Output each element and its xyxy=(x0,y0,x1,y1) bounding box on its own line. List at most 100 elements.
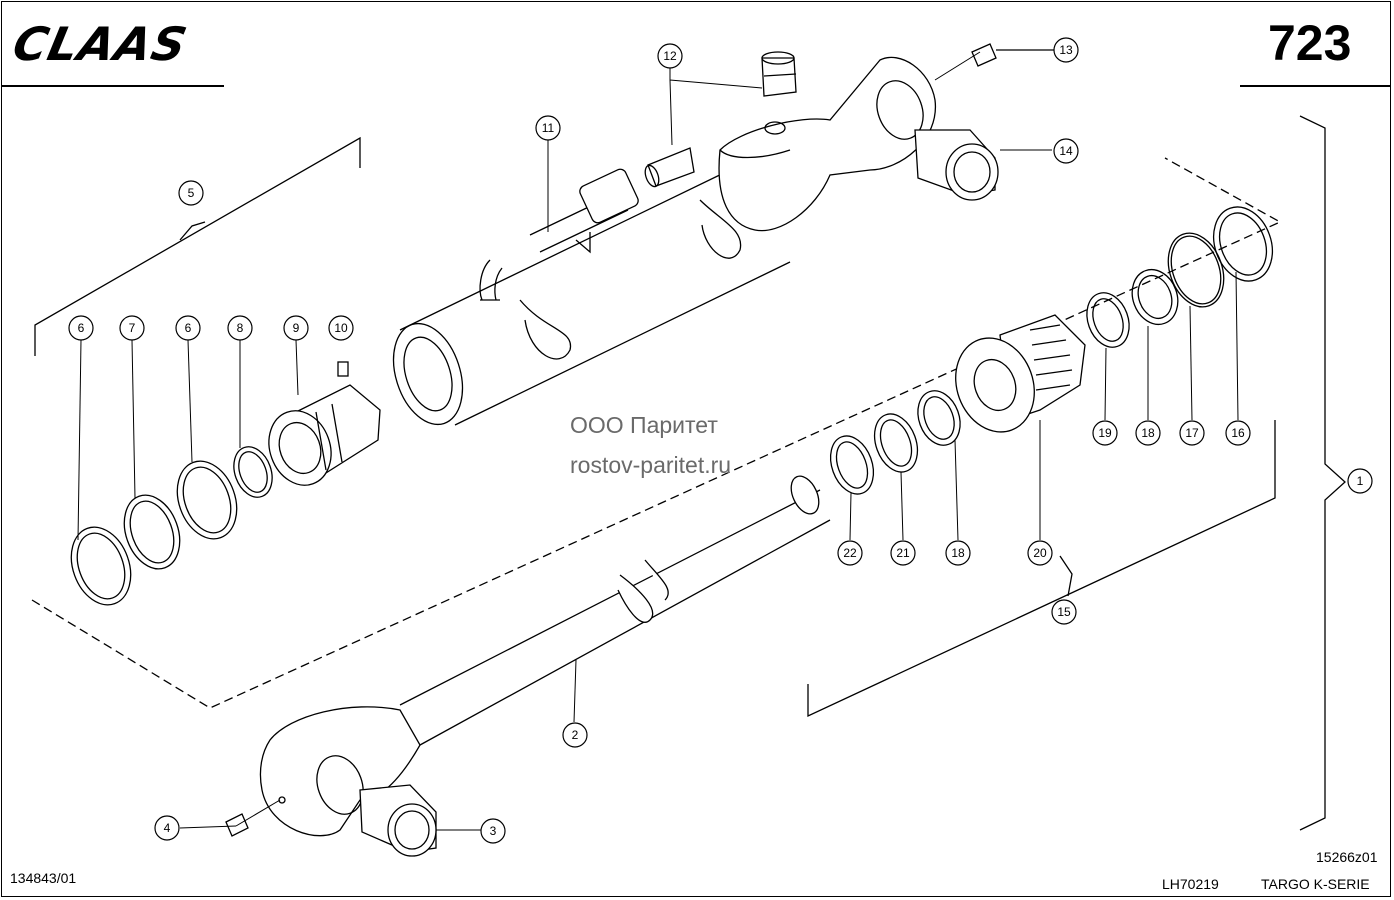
callout-circle xyxy=(227,315,253,341)
callout-label: 7 xyxy=(129,321,136,335)
ring-18b xyxy=(1131,268,1179,326)
series-name: TARGO K-SERIE xyxy=(1261,876,1370,892)
ring-18a xyxy=(917,390,961,446)
piston-9 xyxy=(268,384,381,486)
callout-circle xyxy=(562,722,588,748)
callout-13: 13 xyxy=(1053,37,1079,63)
callout-circle xyxy=(68,315,94,341)
callout-circle xyxy=(1135,420,1161,446)
callout-label: 10 xyxy=(334,321,348,335)
callout-21: 21 xyxy=(890,540,916,566)
callout-label: 13 xyxy=(1059,43,1073,57)
callout-circle xyxy=(1347,468,1373,494)
rear-eye-head xyxy=(718,56,936,232)
bushing-14 xyxy=(914,129,999,201)
callout-3: 3 xyxy=(480,818,506,844)
callout-11: 11 xyxy=(535,115,561,141)
callout-12: 12 xyxy=(657,43,683,69)
gland-20 xyxy=(955,314,1086,433)
callout-label: 4 xyxy=(164,821,171,835)
callout-18: 18 xyxy=(1135,420,1161,446)
callout-22: 22 xyxy=(837,540,863,566)
callout-label: 9 xyxy=(293,321,300,335)
callout-9: 9 xyxy=(283,315,309,341)
fitting-12 xyxy=(644,51,797,188)
callout-14: 14 xyxy=(1053,138,1079,164)
seal-ring-6b xyxy=(176,460,238,540)
callout-circle xyxy=(480,818,506,844)
callout-label: 12 xyxy=(663,49,677,63)
callout-circle xyxy=(119,315,145,341)
callout-6: 6 xyxy=(68,315,94,341)
callout-circle xyxy=(1092,420,1118,446)
callout-label: 20 xyxy=(1033,546,1047,560)
callout-circle xyxy=(1051,599,1077,625)
callout-20: 20 xyxy=(1027,540,1053,566)
callout-circle xyxy=(1225,420,1251,446)
callout-5: 5 xyxy=(178,180,204,206)
callout-circle xyxy=(837,540,863,566)
callout-label: 15 xyxy=(1057,605,1071,619)
callout-label: 14 xyxy=(1059,144,1073,158)
ring-16 xyxy=(1213,206,1273,282)
callout-label: 3 xyxy=(490,824,497,838)
ring-7 xyxy=(123,494,181,570)
ring-22 xyxy=(829,435,875,495)
drawing-id: 15266z01 xyxy=(1316,849,1378,865)
callout-circle xyxy=(535,115,561,141)
callout-circle xyxy=(328,315,354,341)
ring-8 xyxy=(233,446,273,498)
cylinder-tube xyxy=(392,168,791,426)
callout-circle xyxy=(283,315,309,341)
callout-label: 21 xyxy=(896,546,910,560)
callout-2: 2 xyxy=(562,722,588,748)
callout-label: 1 xyxy=(1357,474,1364,488)
callout-label: 22 xyxy=(843,546,857,560)
callout-circle xyxy=(1053,138,1079,164)
callout-circle xyxy=(1027,540,1053,566)
bushing-3 xyxy=(359,784,437,857)
callout-circle xyxy=(1179,420,1205,446)
callout-circle xyxy=(657,43,683,69)
callout-1: 1 xyxy=(1347,468,1373,494)
callout-18: 18 xyxy=(945,540,971,566)
document-number: 134843/01 xyxy=(10,870,77,886)
page-number: 723 xyxy=(1268,15,1352,71)
callout-circle xyxy=(890,540,916,566)
callout-circle xyxy=(154,815,180,841)
callout-circle xyxy=(1053,37,1079,63)
watermark-company: ООО Паритет xyxy=(570,412,718,438)
callout-label: 19 xyxy=(1098,426,1112,440)
callout-label: 17 xyxy=(1185,426,1199,440)
callout-circle xyxy=(175,315,201,341)
ring-19 xyxy=(1086,292,1130,348)
grease-nipple-13 xyxy=(971,43,1064,67)
callout-19: 19 xyxy=(1092,420,1118,446)
watermark-website: rostov-paritet.ru xyxy=(570,452,732,478)
callout-label: 6 xyxy=(185,321,192,335)
model-code: LH70219 xyxy=(1162,876,1219,892)
callout-label: 18 xyxy=(951,546,965,560)
leader-lines xyxy=(77,51,1239,831)
callout-8: 8 xyxy=(227,315,253,341)
callout-label: 18 xyxy=(1141,426,1155,440)
callout-circle xyxy=(945,540,971,566)
callout-circle xyxy=(178,180,204,206)
ring-21 xyxy=(873,413,919,473)
callout-label: 16 xyxy=(1231,426,1245,440)
callout-6: 6 xyxy=(175,315,201,341)
callout-7: 7 xyxy=(119,315,145,341)
callout-16: 16 xyxy=(1225,420,1251,446)
callout-15: 15 xyxy=(1051,599,1077,625)
callout-17: 17 xyxy=(1179,420,1205,446)
callout-10: 10 xyxy=(328,315,354,341)
set-screw-10 xyxy=(337,361,349,377)
seal-ring-6a xyxy=(70,526,132,606)
callout-label: 11 xyxy=(542,121,555,135)
callout-4: 4 xyxy=(154,815,180,841)
callout-label: 8 xyxy=(237,321,244,335)
